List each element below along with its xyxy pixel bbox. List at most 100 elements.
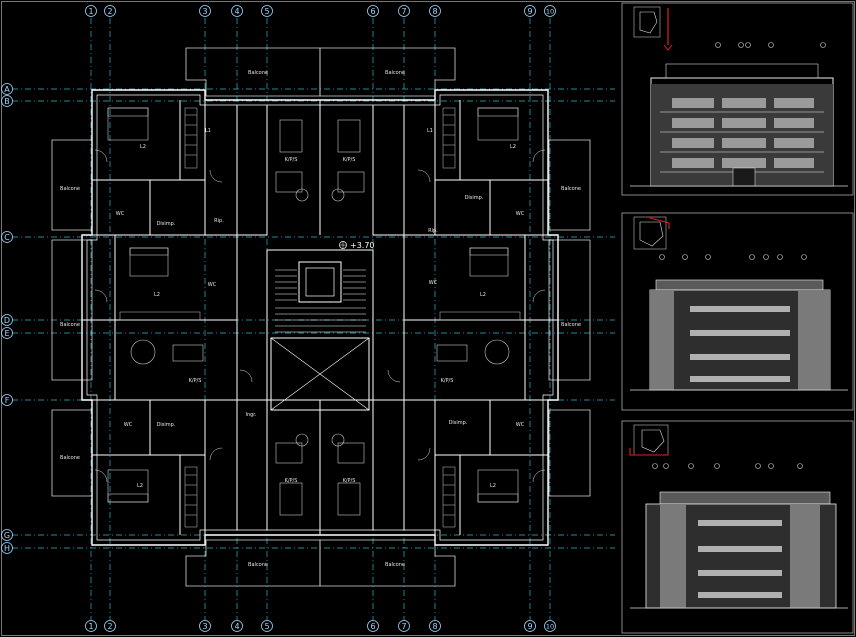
grid-bubbles-bottom: 1 2 3 4 5 6 7 8 9 10 [85, 620, 556, 632]
room-label: K/P/S [285, 157, 298, 163]
svg-text:9: 9 [527, 7, 532, 16]
room-label: Balcone [60, 455, 80, 461]
room-label: Disimp. [465, 195, 484, 201]
room-label: K/P/S [285, 478, 298, 484]
axis-bubble-4: 4 [231, 5, 243, 17]
room-label: Balcone [248, 562, 268, 568]
axis-bubble-h: H [1, 542, 13, 554]
axis-bubble-c: C [1, 231, 13, 243]
axis-bubble-8: 8 [429, 5, 441, 17]
room-label: Balcone [248, 70, 268, 76]
room-label: Balcone [385, 70, 405, 76]
wardrobes [119, 107, 521, 528]
door-swings [94, 149, 546, 483]
room-label: K/P/S [343, 157, 356, 163]
room-label: K/P/S [189, 378, 202, 384]
axis-bubble-7-bottom: 7 [398, 620, 410, 632]
room-label: WC [429, 280, 438, 286]
stair-treads [275, 269, 366, 333]
svg-text:4: 4 [234, 7, 239, 16]
room-label: Disimp. [449, 420, 468, 426]
axis-bubble-9-bottom: 9 [524, 620, 536, 632]
room-label: L2 [480, 292, 486, 298]
svg-text:5: 5 [264, 7, 269, 16]
room-label: L1 [427, 128, 433, 134]
room-label: Balcone [561, 186, 581, 192]
svg-text:1: 1 [88, 7, 93, 16]
elevation-panel-2 [621, 212, 854, 411]
facade-3 [630, 491, 848, 609]
axis-bubble-8-bottom: 8 [429, 620, 441, 632]
room-label: Rip. [214, 218, 224, 224]
svg-text:C: C [4, 233, 10, 242]
room-label: Balcone [561, 322, 581, 328]
svg-text:7: 7 [401, 7, 406, 16]
room-label: WC [516, 422, 525, 428]
room-label: Disimp. [157, 221, 176, 227]
room-label: WC [208, 282, 217, 288]
facade-1 [630, 63, 848, 187]
room-label: WC [116, 211, 125, 217]
svg-text:3: 3 [202, 622, 207, 631]
axis-bubble-3: 3 [199, 5, 211, 17]
elevation-panels [621, 2, 854, 634]
axis-bubble-d: D [1, 314, 13, 326]
axis-bubble-4-bottom: 4 [231, 620, 243, 632]
room-label: Rip. [428, 228, 438, 234]
svg-text:3: 3 [202, 7, 207, 16]
elevation-panel-3 [621, 420, 854, 634]
room-label: Disimp. [157, 422, 176, 428]
room-label: L2 [154, 292, 160, 298]
facade-2 [630, 279, 848, 391]
room-label: L2 [490, 483, 496, 489]
key-plan-2 [633, 216, 670, 250]
level-markers-1 [715, 42, 826, 48]
dining-tables [130, 119, 510, 516]
room-label: WC [124, 422, 133, 428]
axis-bubble-a: A [1, 83, 13, 95]
stair-core [266, 249, 374, 411]
elevation-panel-1 [621, 2, 854, 196]
key-plan-3 [629, 424, 669, 456]
axis-bubble-2: 2 [104, 5, 116, 17]
axis-bubble-10-bottom: 10 [544, 620, 556, 632]
svg-text:D: D [4, 316, 10, 325]
room-label: K/P/S [343, 478, 356, 484]
svg-text:9: 9 [527, 622, 532, 631]
svg-text:8: 8 [432, 622, 437, 631]
interior-walls [82, 100, 558, 535]
svg-text:2: 2 [107, 622, 112, 631]
svg-text:6: 6 [370, 622, 375, 631]
exterior-walls-inner [86, 94, 554, 541]
svg-text:10: 10 [546, 8, 554, 16]
axis-bubble-e: E [1, 327, 13, 339]
axis-bubble-5: 5 [261, 5, 273, 17]
svg-text:4: 4 [234, 622, 239, 631]
axis-bubble-6: 6 [367, 5, 379, 17]
room-label: K/P/S [441, 378, 454, 384]
axis-bubble-9: 9 [524, 5, 536, 17]
axis-bubble-7: 7 [398, 5, 410, 17]
svg-text:10: 10 [546, 623, 554, 631]
axis-bubble-1: 1 [85, 5, 97, 17]
svg-text:A: A [4, 85, 10, 94]
axis-bubble-2-bottom: 2 [104, 620, 116, 632]
balcony-outlines [51, 47, 591, 587]
svg-text:6: 6 [370, 7, 375, 16]
svg-text:F: F [5, 396, 10, 405]
svg-text:E: E [4, 329, 9, 338]
room-label: L2 [510, 144, 516, 150]
room-label: WC [516, 211, 525, 217]
beds [107, 107, 519, 503]
room-label: L1 [205, 128, 211, 134]
room-label: L2 [140, 144, 146, 150]
floor-plan: 1 2 3 4 5 6 7 8 9 10 1 2 3 4 5 6 7 8 9 1… [1, 5, 615, 632]
svg-text:1: 1 [88, 622, 93, 631]
axis-bubble-1-bottom: 1 [85, 620, 97, 632]
room-label: Balcone [385, 562, 405, 568]
axis-bubble-3-bottom: 3 [199, 620, 211, 632]
svg-text:5: 5 [264, 622, 269, 631]
room-label: Ingr. [245, 412, 256, 418]
level-label: +3.70 [350, 241, 375, 250]
